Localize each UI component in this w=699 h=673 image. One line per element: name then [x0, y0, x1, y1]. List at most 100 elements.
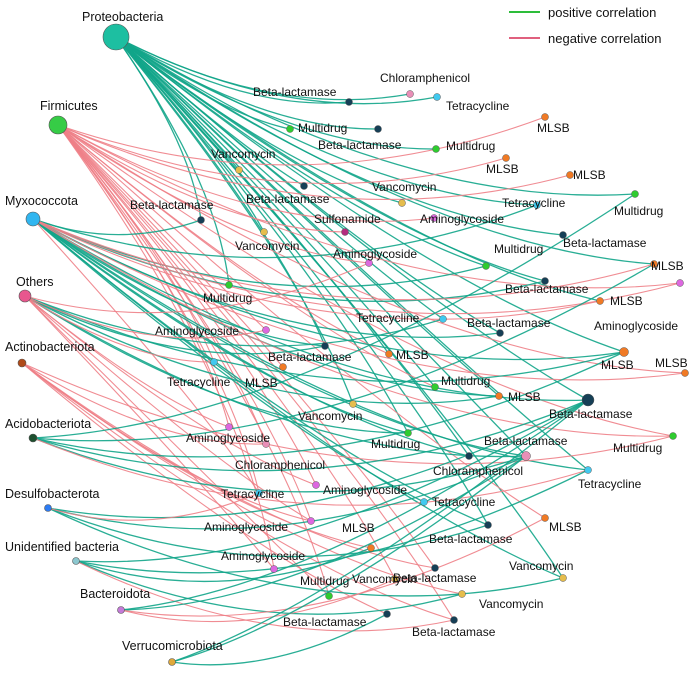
arg-label: MLSB	[396, 348, 429, 362]
positive-correlation-edge	[32, 351, 625, 458]
arg-node	[482, 262, 490, 270]
arg-node	[279, 363, 287, 371]
edge-layer	[21, 36, 686, 666]
positive-correlation-edge	[24, 295, 326, 355]
legend-negative-label: negative correlation	[548, 31, 661, 46]
arg-node	[484, 521, 492, 529]
taxon-node-myxococcota	[25, 211, 41, 227]
arg-label: Aminoglycoside	[594, 319, 678, 333]
arg-node	[596, 297, 604, 305]
positive-correlation-edge	[32, 218, 487, 288]
positive-correlation-edge	[115, 36, 527, 457]
arg-label: Beta-lactamase	[246, 192, 330, 206]
negative-correlation-edge	[57, 116, 546, 166]
arg-label: Tetracycline	[167, 375, 231, 389]
positive-correlation-edge	[115, 36, 625, 353]
negative-correlation-edge	[57, 124, 317, 486]
negative-correlation-edge	[75, 560, 455, 632]
arg-label: Multidrug	[494, 242, 543, 256]
taxon-label-actinobacteriota: Actinobacteriota	[5, 340, 95, 354]
negative-correlation-edge	[57, 124, 260, 494]
taxon-label-proteobacteria: Proteobacteria	[82, 10, 163, 24]
arg-node	[681, 369, 689, 377]
arg-node	[566, 171, 574, 179]
taxon-node-acidobacteriota	[28, 433, 38, 443]
arg-node	[496, 329, 504, 337]
arg-node	[619, 347, 629, 357]
negative-correlation-edge	[120, 578, 396, 623]
arg-label: Beta-lactamase	[318, 138, 402, 152]
arg-label: MLSB	[342, 521, 375, 535]
positive-correlation-edge	[24, 295, 527, 458]
arg-node	[225, 281, 233, 289]
positive-correlation-edge	[115, 36, 444, 320]
taxon-node-unidentified	[72, 557, 80, 565]
taxon-node-bacteroidota	[117, 606, 125, 614]
positive-correlation-edge	[75, 469, 589, 574]
positive-correlation-edge	[32, 437, 527, 493]
arg-label: Beta-lactamase	[253, 85, 337, 99]
positive-correlation-edge	[171, 455, 527, 663]
arg-label: MLSB	[549, 520, 582, 534]
negative-correlation-edge	[57, 124, 571, 200]
arg-node	[321, 342, 329, 350]
arg-node	[541, 277, 549, 285]
arg-label: Beta-lactamase	[484, 434, 568, 448]
positive-correlation-edge	[32, 399, 589, 472]
positive-correlation-edge	[75, 560, 463, 615]
arg-node	[465, 452, 473, 460]
arg-label: Chloramphenicol	[433, 464, 523, 478]
arg-label: Vancomycin	[235, 239, 299, 253]
arg-node	[420, 498, 428, 506]
arg-node	[431, 383, 439, 391]
negative-correlation-edge	[21, 362, 388, 615]
positive-correlation-edge	[32, 204, 538, 259]
taxon-label-myxococcota: Myxococcota	[5, 194, 78, 208]
arg-node	[581, 393, 595, 407]
negative-correlation-edge	[21, 362, 463, 595]
positive-correlation-edge	[171, 613, 388, 666]
arg-label: Aminoglycoside	[155, 324, 239, 338]
positive-correlation-edge	[115, 36, 601, 302]
arg-node	[300, 182, 308, 190]
arg-node	[262, 326, 270, 334]
taxon-node-firmicutes	[48, 115, 68, 135]
positive-correlation-edge	[120, 455, 527, 611]
positive-correlation-edge	[32, 218, 202, 236]
positive-correlation-edge	[115, 36, 437, 150]
positive-correlation-edge	[24, 295, 444, 347]
arg-node	[349, 400, 357, 408]
arg-node	[631, 190, 639, 198]
positive-correlation-edge	[47, 507, 489, 558]
arg-node	[210, 358, 218, 366]
arg-node	[383, 610, 391, 618]
positive-correlation-edge	[32, 218, 500, 397]
negative-correlation-edge	[57, 124, 346, 233]
arg-node	[559, 231, 567, 239]
arg-label: Beta-lactamase	[505, 282, 589, 296]
positive-correlation-edge	[32, 263, 655, 442]
arg-label: Tetracycline	[356, 311, 420, 325]
positive-correlation-edge	[115, 36, 589, 471]
positive-correlation-edge	[115, 36, 546, 282]
arg-node	[374, 125, 382, 133]
arg-label: Multidrug	[614, 204, 663, 218]
negative-correlation-edge	[32, 218, 674, 437]
arg-node	[495, 392, 503, 400]
legend-positive-label: positive correlation	[548, 5, 656, 20]
positive-correlation-edge	[115, 36, 636, 196]
arg-node	[307, 517, 315, 525]
label-layer: ProteobacteriaFirmicutesMyxococcotaOther…	[5, 10, 688, 653]
negative-correlation-edge	[57, 124, 507, 185]
arg-node	[406, 90, 414, 98]
negative-correlation-edge	[57, 124, 546, 519]
negative-correlation-edge	[57, 124, 312, 522]
positive-correlation-edge	[32, 218, 527, 457]
positive-correlation-edge	[32, 218, 409, 434]
arg-label: Aminoglycoside	[333, 247, 417, 261]
arg-node	[312, 481, 320, 489]
arg-label: MLSB	[508, 390, 541, 404]
arg-node	[365, 259, 373, 267]
positive-correlation-edge	[115, 36, 350, 104]
arg-node	[439, 315, 447, 323]
